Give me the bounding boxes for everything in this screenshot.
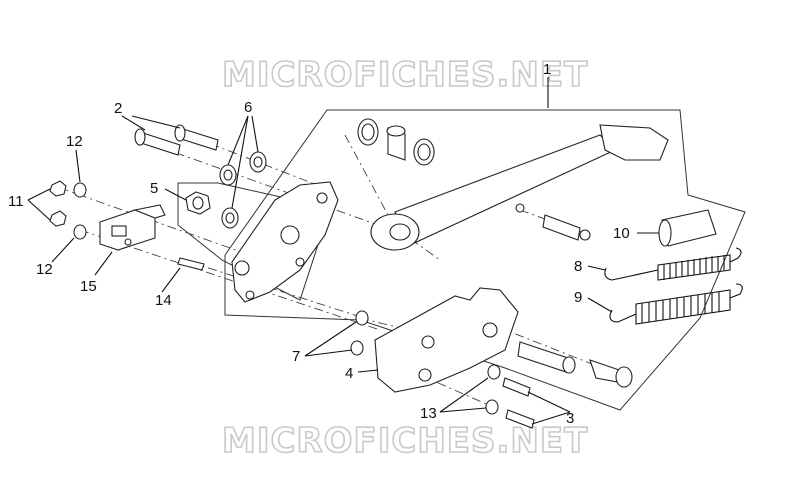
sleeve-10 <box>658 209 717 247</box>
callout-5: 5 <box>150 180 158 197</box>
spring-8 <box>604 247 742 281</box>
callout-13: 13 <box>420 405 437 422</box>
callout-2: 2 <box>114 100 122 117</box>
stand-plate-4 <box>374 287 519 393</box>
washers-6 <box>219 151 267 229</box>
washers-13 <box>485 364 501 415</box>
callout-labels: 1 2 3 4 5 6 7 8 9 10 11 12 12 13 14 15 <box>8 61 630 427</box>
callout-11: 11 <box>8 193 24 210</box>
watermark-bottom: MICROFICHES.NET <box>222 421 588 461</box>
callout-6: 6 <box>244 99 252 116</box>
mounting-bracket <box>231 181 339 303</box>
bolts-3 <box>502 377 535 429</box>
spring-9 <box>609 283 743 325</box>
subassembly-frame <box>177 182 331 301</box>
washers-7 <box>350 310 369 356</box>
watermark-top: MICROFICHES.NET <box>222 55 588 95</box>
leader-lines <box>27 77 659 425</box>
nut-5 <box>185 191 211 215</box>
side-stand-switch-15 <box>99 204 166 251</box>
callout-1: 1 <box>543 61 551 78</box>
callout-9: 9 <box>574 289 582 306</box>
callout-8: 8 <box>574 258 582 275</box>
washers-12 <box>73 182 87 240</box>
side-stand-leg <box>370 124 669 251</box>
callout-14: 14 <box>155 292 172 309</box>
pivot-bushing-set <box>357 118 435 166</box>
callout-12-bottom: 12 <box>36 261 53 278</box>
nuts-11 <box>49 180 67 227</box>
callout-4: 4 <box>345 365 353 382</box>
pin-14 <box>177 257 205 271</box>
assembly-frame <box>224 109 746 411</box>
callout-12-top: 12 <box>66 133 83 150</box>
bolts-2 <box>134 124 219 156</box>
callout-3: 3 <box>566 410 574 427</box>
callout-10: 10 <box>613 225 630 242</box>
callout-15: 15 <box>80 278 97 295</box>
pivot-bolts <box>517 214 633 388</box>
callout-7: 7 <box>292 348 300 365</box>
